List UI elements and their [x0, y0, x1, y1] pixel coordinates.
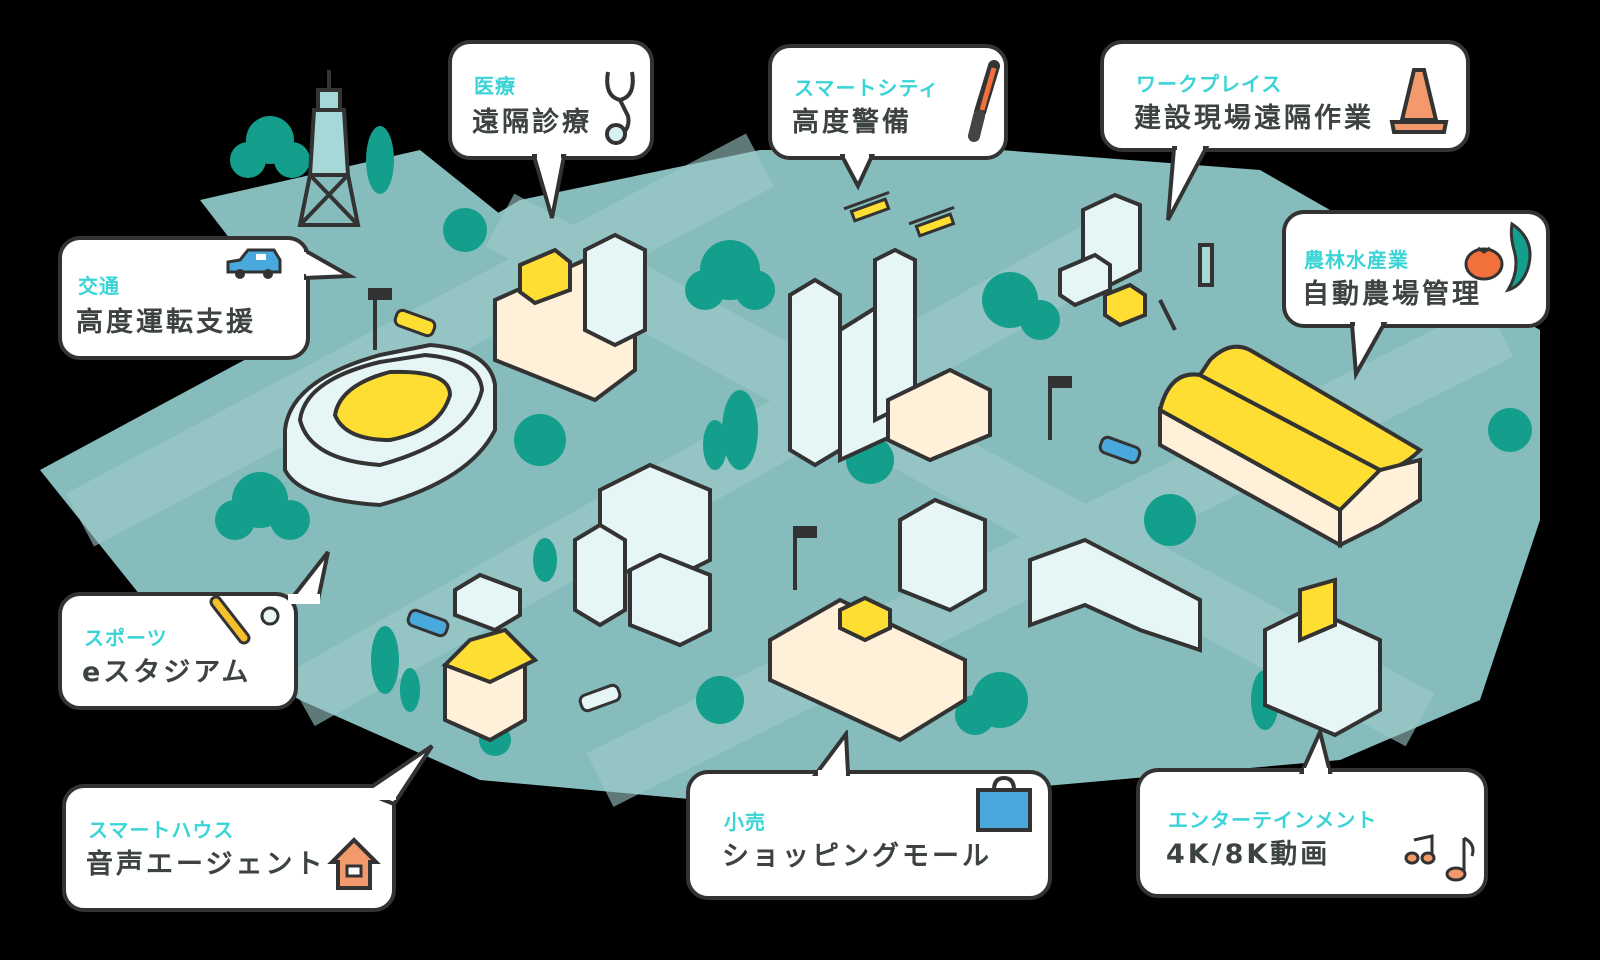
greenhouse: [1157, 344, 1424, 549]
callout-title: 高度警備: [792, 107, 912, 138]
music-notes-icon: [1404, 834, 1475, 882]
callout-entertainment: エンターテインメント 4K/8K動画: [1136, 768, 1488, 898]
category-label: スマートシティ: [794, 76, 940, 100]
office-towers: [788, 247, 992, 468]
stethoscope-icon: [605, 71, 635, 145]
smart-house: [441, 627, 539, 743]
category-label: ワークプレイス: [1136, 72, 1283, 96]
callout-tail: [532, 154, 567, 219]
callout-title: 建設現場遠隔作業: [1134, 103, 1374, 134]
car-icon: [226, 248, 282, 279]
callout-title: 4K/8K動画: [1166, 839, 1331, 870]
radio-tower: [297, 70, 361, 227]
cars: [393, 308, 1142, 713]
traffic-lights: [368, 288, 1072, 590]
callout-smart-house: スマートハウス 音声エージェント: [62, 784, 396, 912]
category-label: 小売: [724, 810, 766, 834]
callout-tail: [1350, 322, 1388, 381]
drones: [843, 190, 956, 238]
callout-tail: [840, 154, 876, 191]
callout-tail: [360, 744, 434, 807]
baton-icon: [968, 60, 1000, 142]
callout-title: 遠隔診療: [472, 107, 592, 138]
callout-medical: 医療 遠隔診療: [448, 40, 654, 160]
hospital-building: [493, 232, 647, 403]
shopping-bag-icon: [976, 775, 1032, 832]
vegetables-icon: [1464, 221, 1532, 293]
callout-retail: 小売 ショッピングモール: [686, 770, 1052, 900]
category-label: エンターテインメント: [1168, 808, 1378, 832]
callout-title: 音声エージェント: [86, 849, 326, 880]
callout-title: ショッピングモール: [722, 841, 992, 872]
stadium: [283, 342, 497, 508]
baseball-bat-icon: [209, 595, 280, 645]
theater: [1263, 577, 1382, 738]
callout-transport: 交通 高度運転支援: [58, 236, 310, 360]
callout-sports: スポーツ eスタジアム: [58, 592, 298, 710]
category-label: 交通: [78, 274, 120, 298]
callout-title: eスタジアム: [82, 657, 252, 688]
callout-tail: [1166, 146, 1210, 221]
callout-tail: [288, 550, 330, 604]
category-label: スマートハウス: [88, 818, 235, 842]
trees: [215, 116, 1532, 756]
callout-tail: [304, 248, 358, 281]
category-label: スポーツ: [84, 626, 168, 650]
callout-title: 高度運転支援: [76, 307, 256, 338]
category-label: 医療: [474, 74, 516, 98]
callout-tail: [1298, 728, 1333, 778]
callout-smart-city: スマートシティ 高度警備: [768, 44, 1008, 160]
midtown-buildings: [453, 462, 1202, 653]
traffic-cone-icon: [1389, 68, 1449, 134]
callout-agriculture: 農林水産業 自動農場管理: [1282, 210, 1550, 328]
callout-title: 自動農場管理: [1302, 279, 1482, 310]
category-label: 農林水産業: [1304, 248, 1409, 272]
callout-tail: [812, 730, 851, 780]
shopping-mall: [768, 595, 967, 743]
house-icon: [327, 837, 381, 890]
callout-workplace: ワークプレイス 建設現場遠隔作業: [1100, 40, 1470, 152]
construction-site: [1058, 192, 1214, 331]
